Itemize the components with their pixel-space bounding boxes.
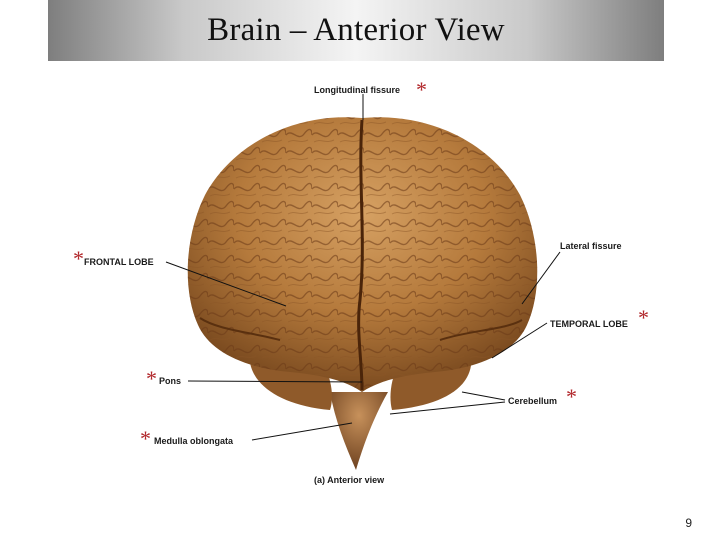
label-medulla-oblongata: Medulla oblongata bbox=[154, 436, 234, 446]
marker-longitudinal-fissure: * bbox=[416, 77, 427, 102]
marker-frontal-lobe: * bbox=[73, 246, 84, 271]
longitudinal-fissure-line bbox=[357, 119, 364, 391]
label-lateral-fissure: Lateral fissure bbox=[560, 241, 622, 251]
marker-cerebellum: * bbox=[566, 384, 577, 409]
label-pons: Pons bbox=[159, 376, 182, 386]
marker-temporal-lobe: * bbox=[638, 305, 649, 330]
slide-title: Brain – Anterior View bbox=[207, 12, 505, 48]
label-temporal-lobe: TEMPORAL LOBE bbox=[550, 319, 628, 329]
label-frontal-lobe: FRONTAL LOBE bbox=[84, 257, 154, 267]
label-cerebellum: Cerebellum bbox=[508, 396, 558, 406]
marker-pons: * bbox=[146, 366, 157, 391]
label-longitudinal-fissure: Longitudinal fissure bbox=[314, 85, 401, 95]
title-bar: Brain – Anterior View bbox=[48, 0, 664, 61]
brainstem-shape bbox=[330, 392, 388, 470]
figure-caption: (a) Anterior view bbox=[314, 475, 385, 485]
marker-medulla-oblongata: * bbox=[140, 426, 151, 451]
page-number: 9 bbox=[685, 516, 692, 530]
